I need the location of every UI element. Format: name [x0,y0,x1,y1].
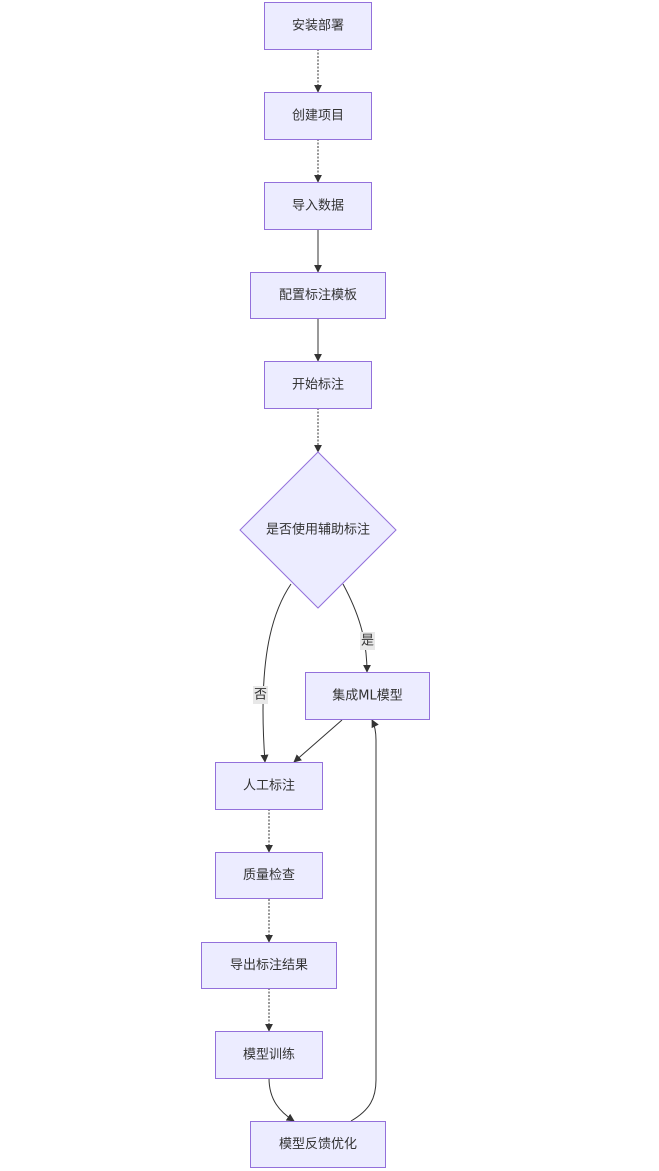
node-export-results[interactable]: 导出标注结果 [201,942,337,989]
node-install-label: 安装部署 [292,19,344,34]
edge-feedback-to-integrate-ml [350,719,379,1122]
node-decision[interactable]: 是否使用辅助标注 [239,451,397,609]
node-integrate-ml[interactable]: 集成ML模型 [305,672,430,720]
node-install[interactable]: 安装部署 [264,2,372,50]
edge-label-yes: 是 [360,632,375,650]
edges [260,49,379,1122]
node-create-project-label: 创建项目 [292,109,344,124]
node-model-training[interactable]: 模型训练 [215,1031,323,1079]
node-quality-check[interactable]: 质量检查 [215,852,323,899]
node-create-project[interactable]: 创建项目 [264,92,372,140]
edge-integrate-ml-to-manual-label [293,719,343,763]
edge-decision-no-to-manual-label [260,583,292,763]
node-import-data-label: 导入数据 [292,199,344,214]
node-start-label-label: 开始标注 [292,378,344,393]
node-import-data[interactable]: 导入数据 [264,182,372,230]
node-decision-label: 是否使用辅助标注 [266,522,370,538]
node-integrate-ml-label: 集成ML模型 [332,688,402,704]
edge-label-yes-text: 是 [361,634,374,649]
node-config-template-label: 配置标注模板 [279,288,357,303]
edge-model-training-to-feedback [268,1077,295,1122]
edge-label-no: 否 [253,686,268,704]
edge-decision-yes-to-integrate-ml [342,583,371,673]
edge-label-no-text: 否 [254,688,267,703]
node-manual-label[interactable]: 人工标注 [215,762,323,810]
node-export-results-label: 导出标注结果 [230,958,308,973]
node-quality-check-label: 质量检查 [243,868,295,883]
node-manual-label-label: 人工标注 [243,779,295,794]
node-model-training-label: 模型训练 [243,1048,295,1063]
node-start-label[interactable]: 开始标注 [264,361,372,409]
node-feedback-label: 模型反馈优化 [279,1137,357,1152]
node-config-template[interactable]: 配置标注模板 [250,272,386,319]
node-feedback[interactable]: 模型反馈优化 [250,1121,386,1168]
